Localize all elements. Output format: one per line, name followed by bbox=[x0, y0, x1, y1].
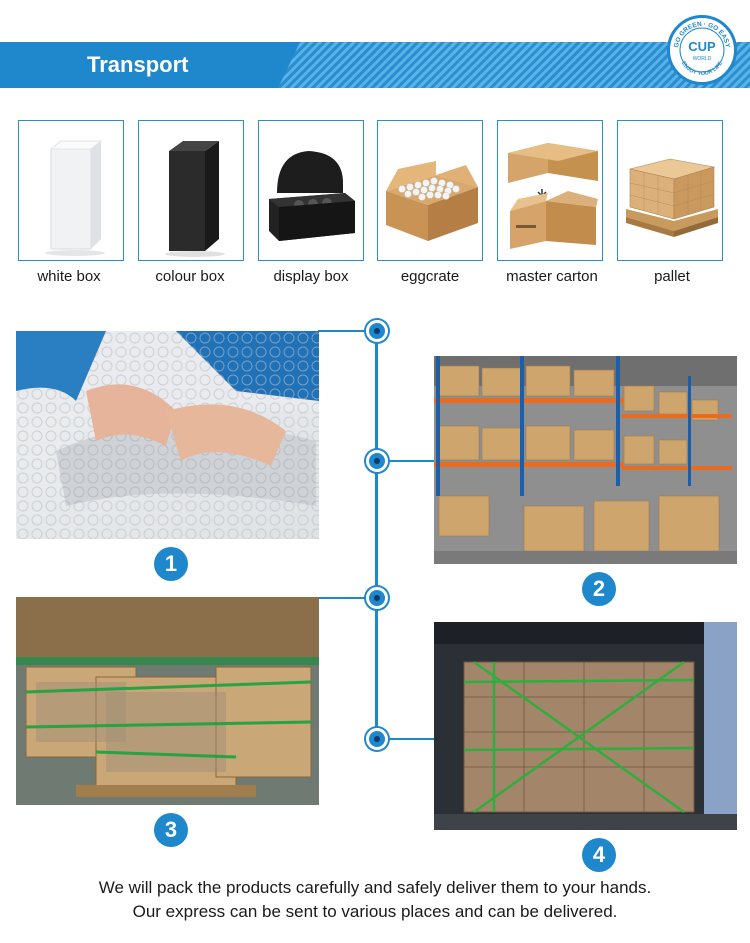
white-box-icon bbox=[45, 140, 105, 256]
timeline-line bbox=[375, 330, 378, 740]
photo-container-loading bbox=[434, 622, 737, 830]
step-number-2: 2 bbox=[582, 572, 616, 606]
label-eggcrate: eggcrate bbox=[400, 268, 460, 285]
timeline-node-3 bbox=[366, 587, 388, 609]
label-white-box: white box bbox=[37, 268, 101, 285]
colour-box-icon bbox=[165, 141, 225, 257]
step-number-1: 1 bbox=[154, 547, 188, 581]
logo-ring-bottom: ENJOY YOUR LIFE bbox=[680, 60, 724, 77]
photo-bubble-wrap bbox=[16, 331, 319, 539]
svg-text:ENJOY YOUR LIFE: ENJOY YOUR LIFE bbox=[680, 60, 724, 77]
logo-brand: CUP bbox=[688, 39, 716, 54]
page-title: Transport bbox=[87, 52, 189, 77]
step-number-3: 3 bbox=[154, 813, 188, 847]
tile-master-carton bbox=[497, 120, 603, 261]
footer-line-1: We will pack the products carefully and … bbox=[98, 878, 652, 897]
eggcrate-icon bbox=[386, 161, 478, 241]
header-banner: Transport bbox=[0, 42, 750, 88]
tile-pallet bbox=[617, 120, 723, 261]
photo-warehouse bbox=[434, 356, 737, 564]
master-carton-icon bbox=[508, 143, 598, 249]
connector-1 bbox=[318, 330, 376, 332]
label-pallet: pallet bbox=[654, 268, 690, 285]
brand-logo: CUP WORLD GO GREEN · GO EASY ENJOY YOUR … bbox=[667, 15, 737, 85]
timeline-node-4 bbox=[366, 728, 388, 750]
timeline-node-1 bbox=[366, 320, 388, 342]
banner-title-block bbox=[0, 42, 300, 88]
timeline-node-2 bbox=[366, 450, 388, 472]
logo-icon: CUP WORLD GO GREEN · GO EASY ENJOY YOUR … bbox=[673, 21, 731, 77]
label-master-carton: master carton bbox=[506, 268, 598, 285]
logo-sub: WORLD bbox=[693, 56, 712, 62]
display-box-icon bbox=[269, 151, 355, 241]
tile-white-box bbox=[18, 120, 124, 261]
tile-eggcrate bbox=[377, 120, 483, 261]
label-colour-box: colour box bbox=[155, 268, 225, 285]
label-display-box: display box bbox=[273, 268, 349, 285]
connector-4 bbox=[378, 738, 434, 740]
tile-display-box bbox=[258, 120, 364, 261]
tile-colour-box bbox=[138, 120, 244, 261]
pallet-icon bbox=[626, 158, 718, 237]
step-number-4: 4 bbox=[582, 838, 616, 872]
connector-3 bbox=[318, 597, 376, 599]
footer-line-2: Our express can be sent to various place… bbox=[132, 902, 618, 921]
photo-pallet-crates bbox=[16, 597, 319, 805]
connector-2 bbox=[378, 460, 434, 462]
